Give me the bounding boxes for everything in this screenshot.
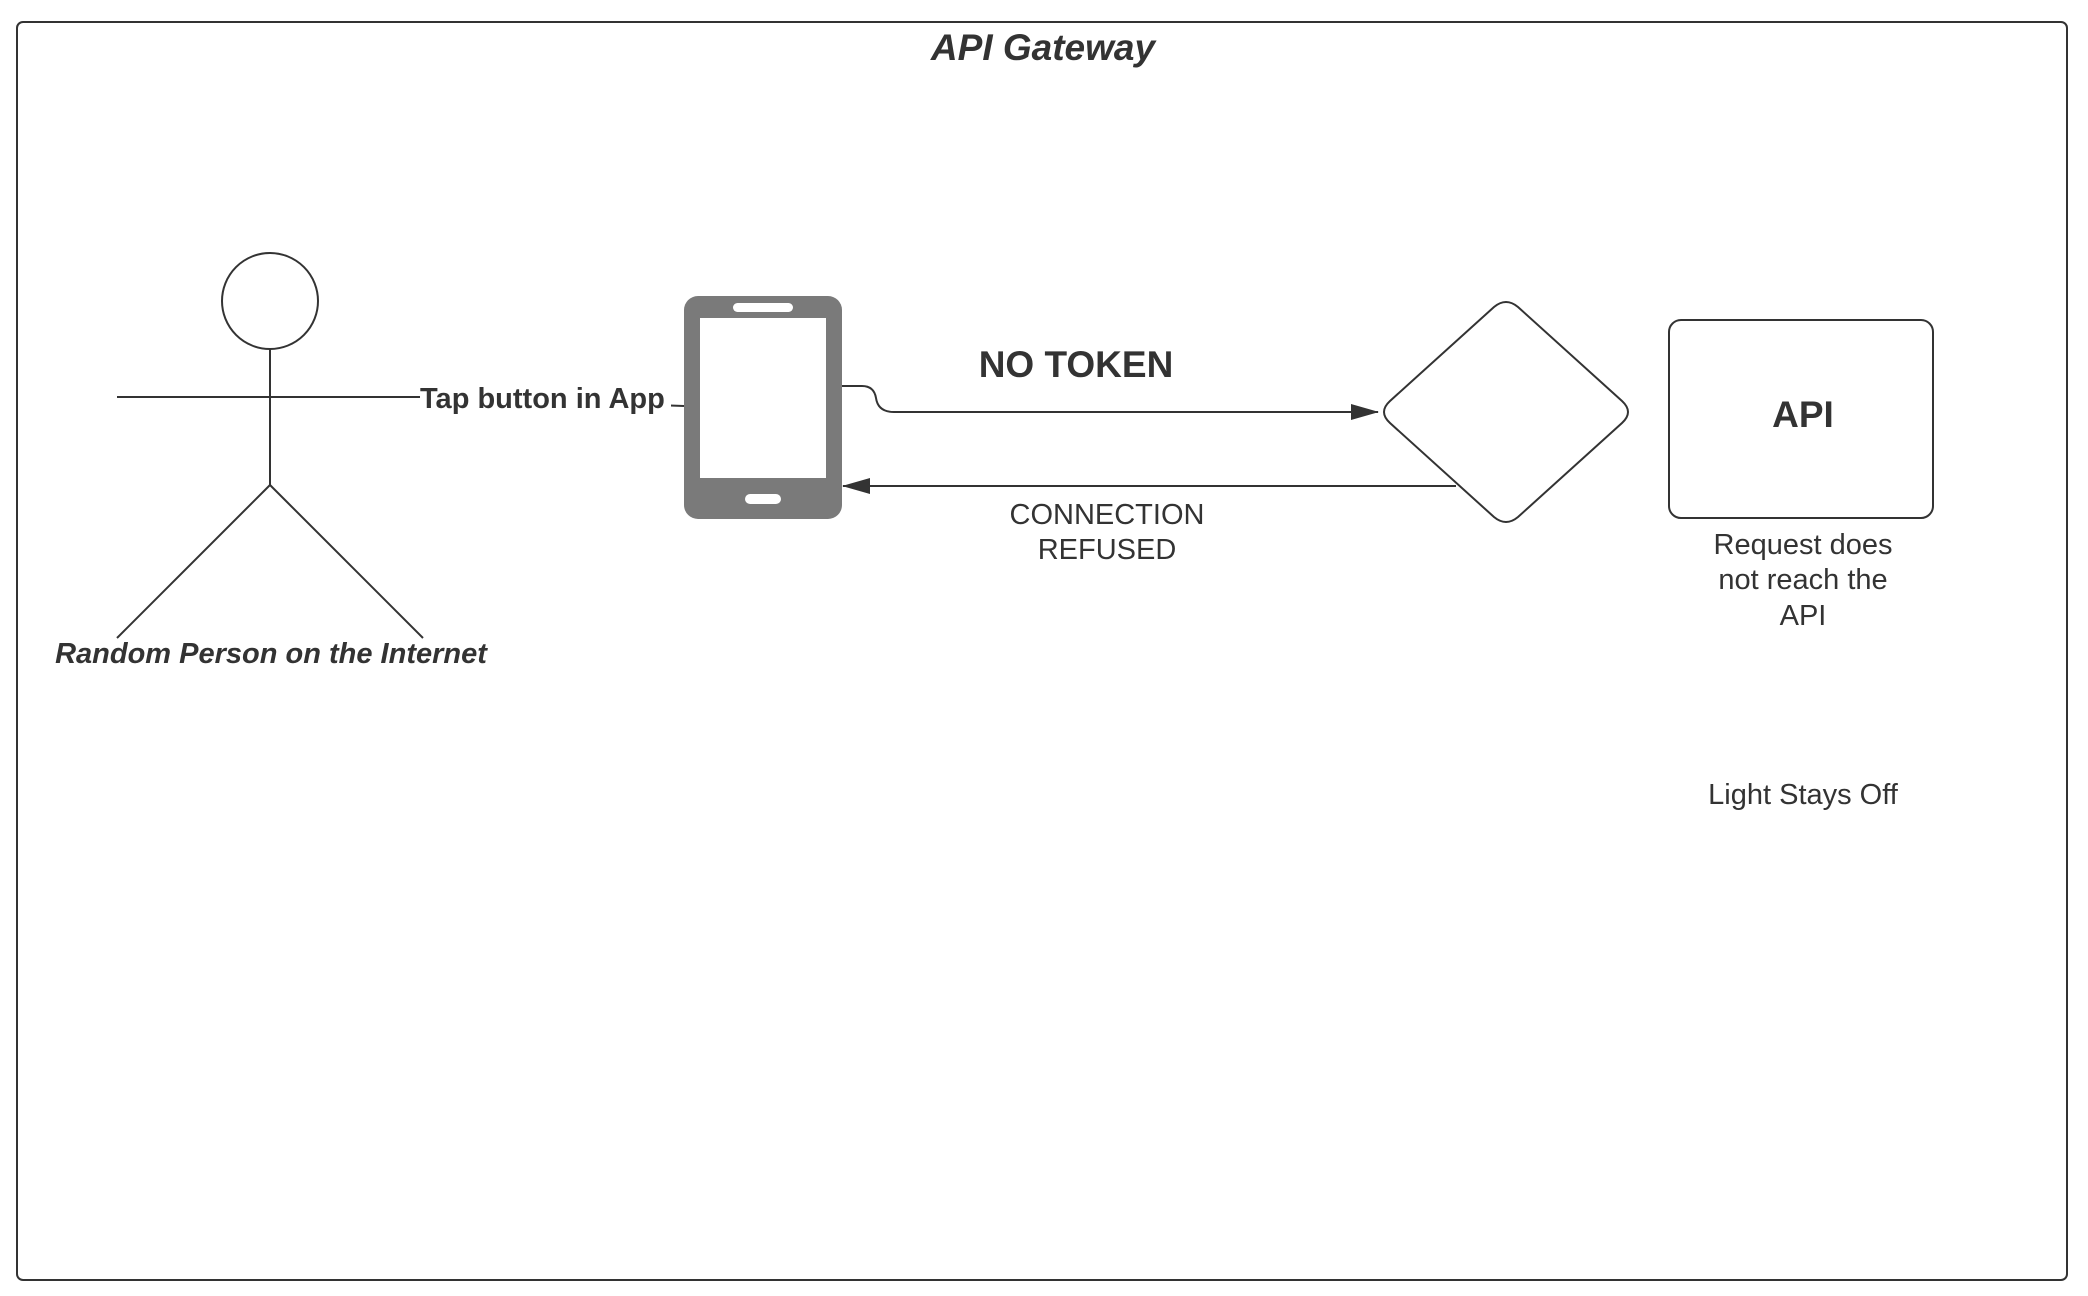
- outcome-label: Light Stays Off: [1708, 779, 1898, 811]
- connection-refused-label: CONNECTION REFUSED: [1009, 499, 1205, 567]
- actor-right-leg: [269, 484, 424, 639]
- tap-button-label: Tap button in App: [420, 385, 671, 414]
- actor-left-leg: [116, 484, 271, 639]
- mobile-phone-icon: [684, 296, 842, 519]
- gateway-diamond: [1383, 301, 1629, 523]
- actor-label: Random Person on the Internet: [55, 638, 487, 670]
- diagram-title: API Gateway: [930, 27, 1156, 68]
- api-gateway-frame: [16, 21, 2068, 1281]
- api-label: API: [1772, 394, 1834, 435]
- api-box: [1668, 319, 1934, 519]
- request-arrow: [842, 385, 1379, 420]
- actor-head: [221, 252, 319, 350]
- stick-figure-actor: [116, 252, 424, 639]
- api-note: Request does not reach the API: [1713, 529, 1893, 632]
- no-token-label: NO TOKEN: [978, 344, 1174, 385]
